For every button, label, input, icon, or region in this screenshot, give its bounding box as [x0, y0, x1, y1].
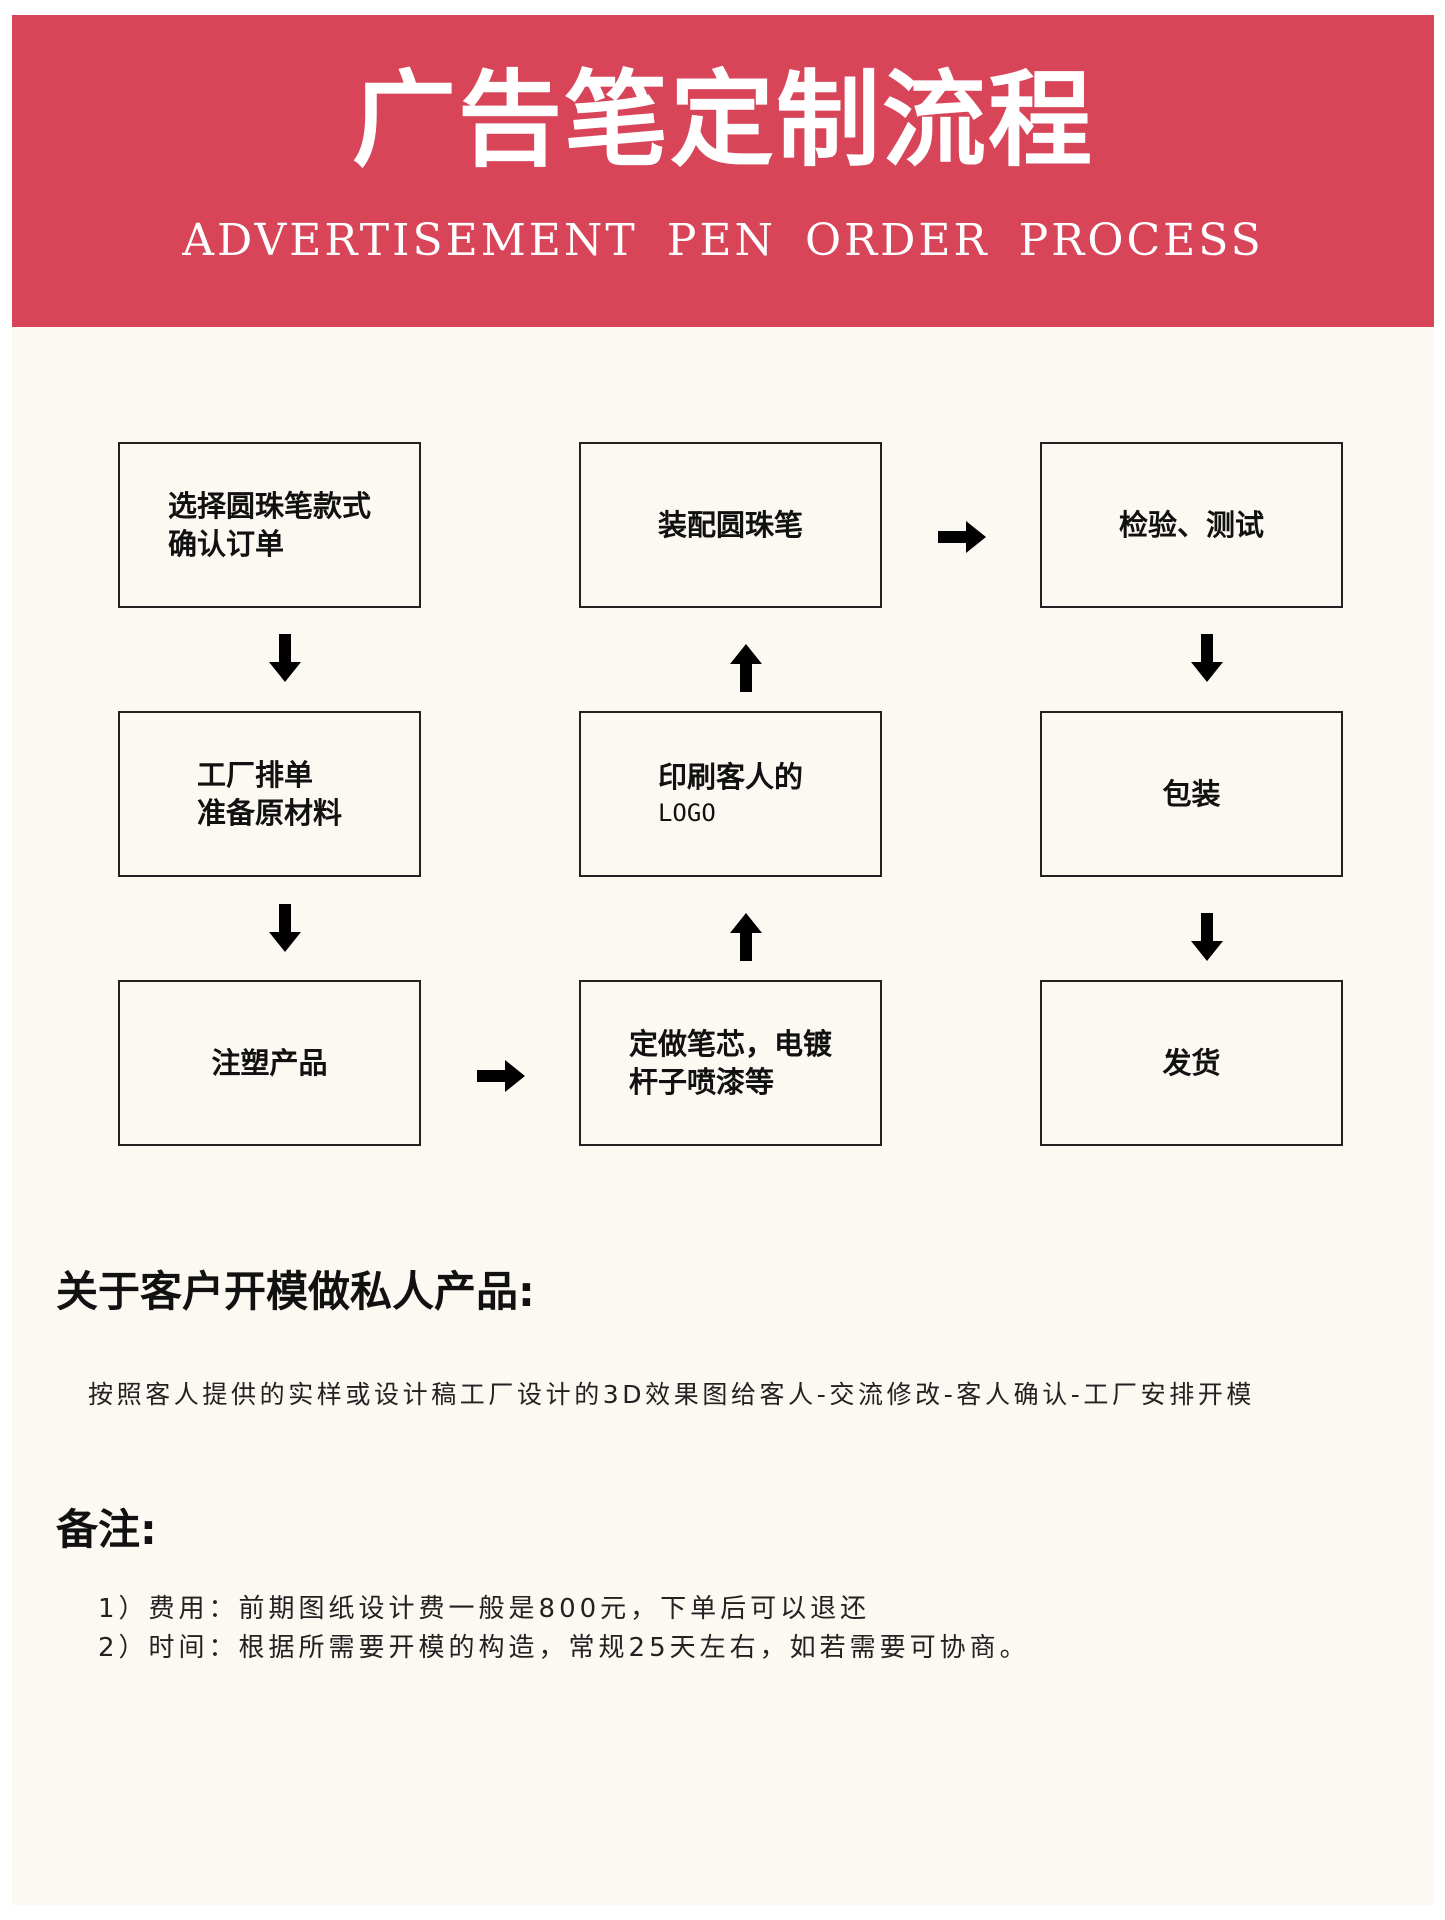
header-banner: 广告笔定制流程 ADVERTISEMENT PEN ORDER PROCESS: [12, 15, 1434, 327]
step-select-style-label: 选择圆珠笔款式 确认订单: [167, 489, 371, 561]
arrow-right-icon: [936, 511, 988, 563]
page: 广告笔定制流程 ADVERTISEMENT PEN ORDER PROCESS …: [12, 15, 1434, 1905]
arrow-down-icon: [259, 902, 311, 954]
step-factory-schedule: 工厂排单 准备原材料: [118, 711, 421, 877]
step-ship: 发货: [1040, 980, 1343, 1146]
custom-mold-heading: 关于客户开模做私人产品:: [56, 1267, 535, 1316]
note-item-time: 2）时间：根据所需要开模的构造，常规25天左右，如若需要可协商。: [98, 1633, 1030, 1663]
arrow-right-icon: [475, 1050, 527, 1102]
step-inspect-label: 检验、测试: [1118, 508, 1264, 542]
arrow-down-icon: [1181, 911, 1233, 963]
step-inspect: 检验、测试: [1040, 442, 1343, 608]
arrow-up-icon: [720, 911, 772, 963]
step-assemble-label: 装配圆珠笔: [657, 508, 803, 542]
step-injection: 注塑产品: [118, 980, 421, 1146]
step-injection-label: 注塑产品: [211, 1046, 328, 1080]
arrow-down-icon: [1181, 632, 1233, 684]
note-item-cost: 1）费用：前期图纸设计费一般是800元，下单后可以退还: [98, 1594, 871, 1624]
step-assemble: 装配圆珠笔: [579, 442, 882, 608]
step-print-logo-label: 印刷客人的 LOGO: [658, 758, 803, 830]
step-refill-plating-label: 定做笔芯，电镀 杆子喷漆等: [628, 1027, 832, 1099]
step-print-logo-main: 印刷客人的: [657, 760, 803, 794]
arrow-down-icon: [259, 632, 311, 684]
custom-mold-text: 按照客人提供的实样或设计稿工厂设计的3D效果图给客人-交流修改-客人确认-工厂安…: [88, 1380, 1256, 1409]
step-package-label: 包装: [1162, 777, 1221, 811]
step-refill-plating: 定做笔芯，电镀 杆子喷漆等: [579, 980, 882, 1146]
page-title: 广告笔定制流程: [351, 59, 1094, 181]
arrow-up-icon: [720, 642, 772, 694]
step-print-logo: 印刷客人的 LOGO: [579, 711, 882, 877]
step-factory-schedule-label: 工厂排单 准备原材料: [196, 758, 342, 830]
step-select-style: 选择圆珠笔款式 确认订单: [118, 442, 421, 608]
step-ship-label: 发货: [1162, 1046, 1221, 1080]
step-package: 包装: [1040, 711, 1343, 877]
step-print-logo-sub: LOGO: [657, 799, 716, 827]
page-subtitle: ADVERTISEMENT PEN ORDER PROCESS: [182, 215, 1264, 266]
notes-heading: 备注:: [56, 1505, 157, 1554]
